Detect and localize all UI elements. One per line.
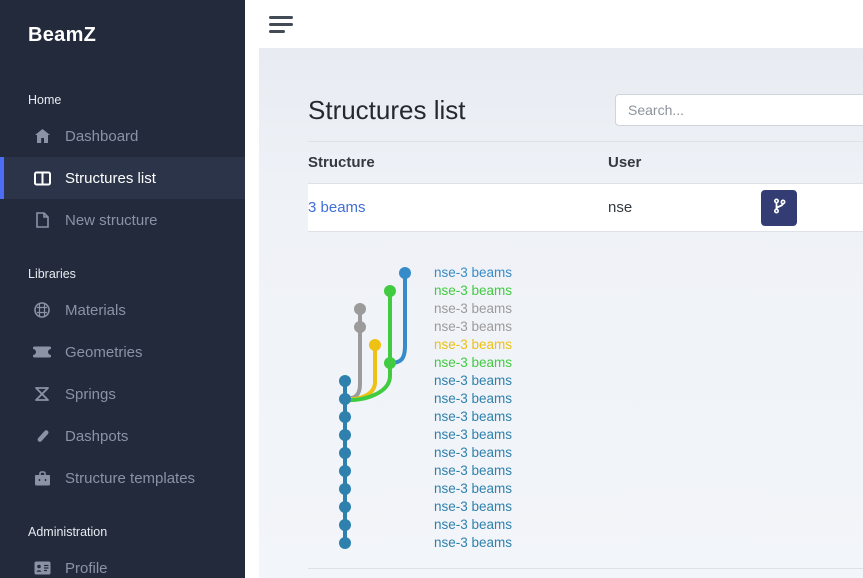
- sidebar-item-label: Dashboard: [65, 127, 139, 145]
- main-content: Structures list Structure User 3 beams n…: [245, 0, 863, 578]
- commit-label: nse-3 beams: [434, 301, 513, 316]
- sidebar-item-structures-list[interactable]: Structures list: [0, 157, 245, 199]
- commit-label: nse-3 beams: [434, 499, 513, 514]
- sidebar-item-dashpots[interactable]: Dashpots: [0, 415, 245, 457]
- page-header: Structures list: [308, 48, 863, 126]
- commit-dot: [339, 411, 351, 423]
- vial-icon: [33, 427, 51, 445]
- hamburger-icon[interactable]: [269, 15, 293, 33]
- commit-label: nse-3 beams: [434, 517, 513, 532]
- commit-label: nse-3 beams: [434, 319, 513, 334]
- sphere-icon: [33, 301, 51, 319]
- sidebar: BeamZ Home Dashboard Structures list New…: [0, 0, 245, 578]
- sidebar-item-label: Profile: [65, 559, 108, 577]
- id-card-icon: [33, 559, 51, 577]
- sidebar-item-springs[interactable]: Springs: [0, 373, 245, 415]
- row-user: nse: [608, 199, 633, 216]
- table-row: 3 beams nse: [308, 184, 863, 232]
- commit-label: nse-3 beams: [434, 445, 513, 460]
- git-branch-icon: [772, 198, 787, 217]
- commit-label: nse-3 beams: [434, 337, 513, 352]
- commit-dot: [339, 447, 351, 459]
- sidebar-item-structure-templates[interactable]: Structure templates: [0, 457, 245, 499]
- commit-label: nse-3 beams: [434, 373, 513, 388]
- git-branch-button[interactable]: [761, 189, 797, 226]
- structure-link[interactable]: 3 beams: [308, 199, 366, 216]
- sidebar-item-geometries[interactable]: Geometries: [0, 331, 245, 373]
- commit-label: nse-3 beams: [434, 391, 513, 406]
- structures-table: Structure User 3 beams nse: [308, 141, 863, 569]
- beam-section-icon: [33, 343, 51, 361]
- file-icon: [33, 211, 51, 229]
- commit-dot: [354, 321, 366, 333]
- content-panel: Structures list Structure User 3 beams n…: [259, 48, 863, 578]
- search-input[interactable]: [615, 94, 863, 126]
- commit-label: nse-3 beams: [434, 535, 513, 550]
- sidebar-item-label: Structures list: [65, 169, 156, 187]
- commit-label: nse-3 beams: [434, 265, 513, 280]
- sidebar-item-new-structure[interactable]: New structure: [0, 199, 245, 241]
- sidebar-section-home: Home: [28, 93, 62, 107]
- sidebar-item-label: Structure templates: [65, 469, 196, 487]
- sidebar-section-libraries: Libraries: [28, 267, 76, 281]
- commit-dot: [399, 267, 411, 279]
- commit-dot: [384, 357, 396, 369]
- sidebar-item-dashboard[interactable]: Dashboard: [0, 115, 245, 157]
- commit-label: nse-3 beams: [434, 355, 513, 370]
- commit-dot: [339, 501, 351, 513]
- commit-dot: [339, 393, 351, 405]
- git-graph-svg: [339, 267, 411, 549]
- commit-dot: [369, 339, 381, 351]
- sidebar-section-administration: Administration: [28, 525, 108, 539]
- column-header-structure: Structure: [308, 154, 375, 171]
- commit-label: nse-3 beams: [434, 409, 513, 424]
- spring-icon: [33, 385, 51, 403]
- git-graph-row: nse-3 beams nse-3 beams nse-3 beams nse-3 b…: [308, 232, 863, 569]
- sidebar-item-label: Springs: [65, 385, 116, 403]
- commit-label: nse-3 beams: [434, 463, 513, 478]
- column-header-user: User: [608, 154, 642, 171]
- toolbox-icon: [33, 469, 51, 487]
- page-title: Structures list: [308, 95, 466, 125]
- sidebar-item-label: Materials: [65, 301, 126, 319]
- commit-dot: [339, 375, 351, 387]
- commit-dot: [384, 285, 396, 297]
- columns-icon: [33, 169, 51, 187]
- commit-dot: [339, 537, 351, 549]
- home-icon: [33, 127, 51, 145]
- commit-dot: [339, 429, 351, 441]
- commit-dot: [339, 465, 351, 477]
- commit-dot: [339, 483, 351, 495]
- sidebar-item-label: New structure: [65, 211, 158, 229]
- commit-label: nse-3 beams: [434, 481, 513, 496]
- sidebar-item-profile[interactable]: Profile: [0, 547, 245, 578]
- commit-label: nse-3 beams: [434, 427, 513, 442]
- app-logo: BeamZ: [28, 24, 97, 46]
- table-header-row: Structure User: [308, 141, 863, 184]
- topbar: [245, 0, 863, 48]
- sidebar-item-label: Dashpots: [65, 427, 129, 445]
- sidebar-item-label: Geometries: [65, 343, 143, 361]
- commit-dot: [339, 519, 351, 531]
- commit-label: nse-3 beams: [434, 283, 513, 298]
- commit-dot: [354, 303, 366, 315]
- sidebar-item-materials[interactable]: Materials: [0, 289, 245, 331]
